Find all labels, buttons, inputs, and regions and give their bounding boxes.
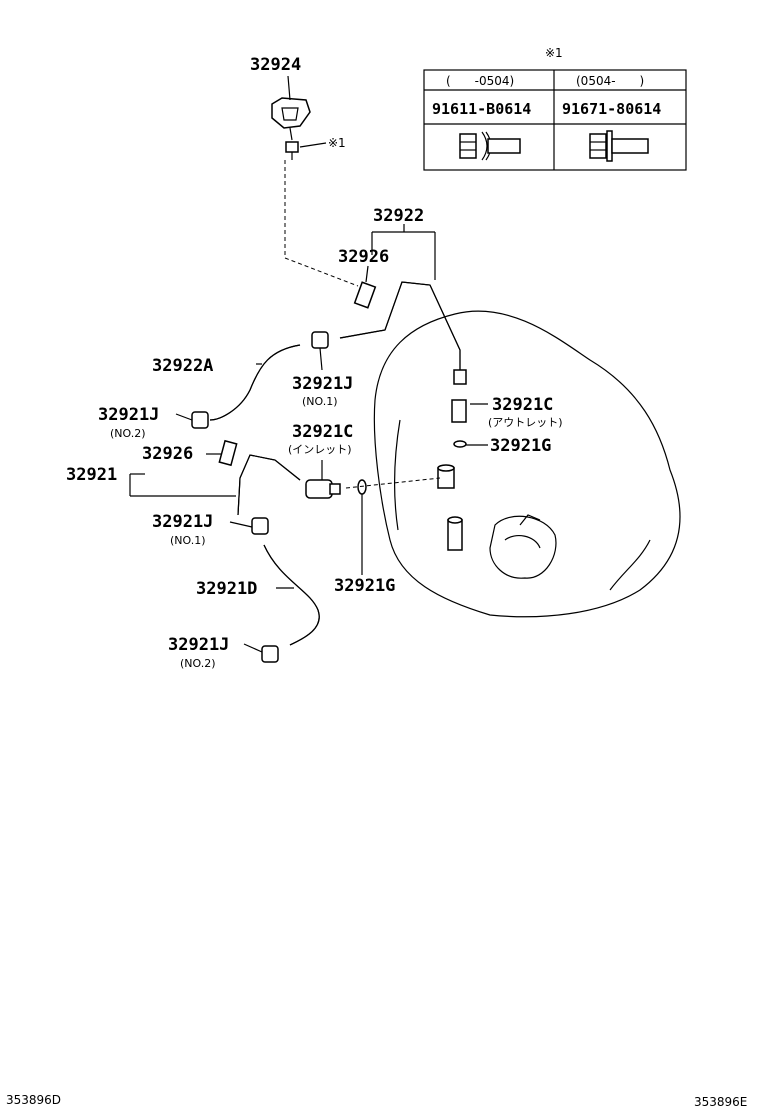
footer-right-code: 353896E [694,1095,747,1109]
transmission-outline [373,310,681,618]
bolt-table-col2-part: 91671-80614 [562,100,661,118]
callout-32921J-no2-top: 32921J [98,405,159,425]
callout-32921G-bottom: 32921G [334,576,395,596]
callout-32921J-no2-top-sub: (NO.2) [110,427,146,440]
callout-32921C-inlet-sub: (インレット) [288,443,352,456]
callout-32926-top: 32926 [338,247,389,267]
clip-32921J-no1-bottom [251,517,269,535]
callout-32921J-no1-bottom-sub: (NO.1) [170,534,206,547]
callout-32921J-no2-bottom-sub: (NO.2) [180,657,216,670]
callout-32921: 32921 [66,465,117,485]
hose-32922A [209,344,301,421]
bolt-with-washer-icon [459,131,521,161]
bolt-table-col1-part: 91611-B0614 [432,100,531,118]
clip-32921J-no2-top [191,411,209,429]
callout-32921C-outlet: 32921C [492,395,553,415]
footer-left-code: 353896D [6,1093,61,1107]
hose-sleeve-32926-top [353,281,377,309]
inlet-pipe-32921 [237,454,301,516]
callout-32921J-no1-bottom: 32921J [152,512,213,532]
gasket-32921G-top [453,440,467,448]
callout-32921G-top: 32921G [490,436,551,456]
gasket-32921G-bottom [357,479,367,495]
flange-bolt-icon [589,130,649,162]
bracket-32924 [271,97,311,141]
clip-32921J-no2-bottom [261,645,279,663]
callout-32921D: 32921D [196,579,257,599]
callout-32922: 32922 [373,206,424,226]
callout-32926-mid: 32926 [142,444,193,464]
callout-32924: 32924 [250,55,301,75]
bolt-table-frame [423,69,687,171]
clip-32921J-no1-top [311,331,329,349]
union-32921C-outlet [451,399,467,423]
callout-32921C-outlet-sub: (アウトレット) [488,416,563,429]
hose-32921D [263,544,320,646]
bolt-ref-icon [285,141,299,160]
bolt-table: ※1 ( -0504) (0504- ) 91611-B0614 91671-8… [423,46,687,171]
bolt-table-note-mark: ※1 [545,46,563,60]
bolt-table-col2-header: (0504- ) [576,74,644,88]
callout-32921J-no1-top: 32921J [292,374,353,394]
callout-32921C-inlet: 32921C [292,422,353,442]
outlet-pipe-32922 [339,281,467,385]
callout-note-ref: ※1 [328,136,346,150]
union-32921C-inlet [305,479,341,499]
callout-32921J-no1-top-sub: (NO.1) [302,395,338,408]
hose-sleeve-32926-mid [218,439,238,467]
callout-32922A: 32922A [152,356,213,376]
callout-32921J-no2-bottom: 32921J [168,635,229,655]
leader-lines [129,75,488,653]
bolt-table-col1-header: ( -0504) [446,74,514,88]
